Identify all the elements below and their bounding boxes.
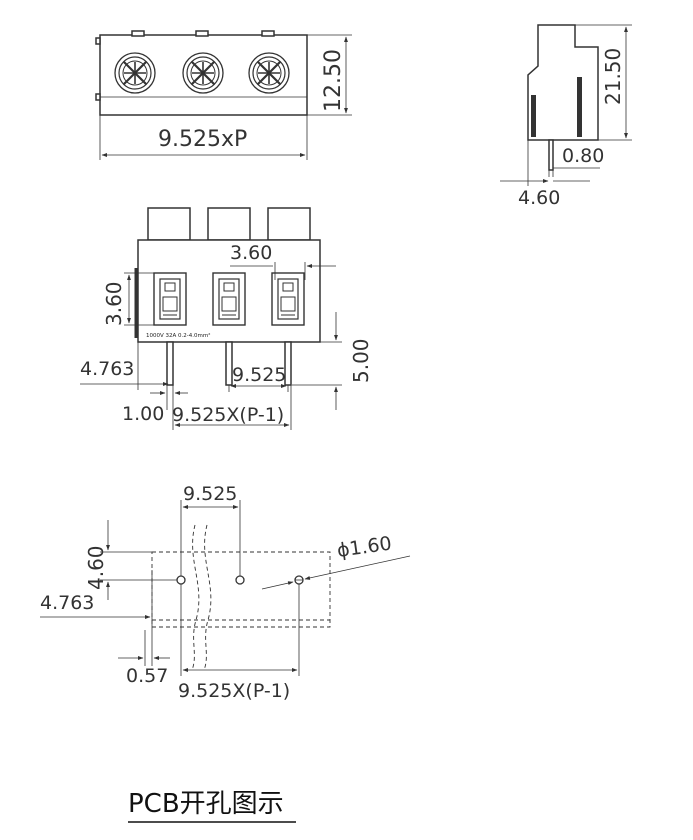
pcb-hole-diameter-label: ϕ1.60 [336,533,393,562]
top-view-tab [131,30,145,37]
top-view-tab [95,93,101,101]
wire-entry-window [212,272,246,326]
pcb-outline [151,551,331,628]
screw-head-icon [113,51,157,95]
top-view-height-label: 12.50 [321,49,346,112]
front-view-pin-length-label: 5.00 [349,338,373,383]
side-view: 21.50 0.80 4.60 [500,24,632,209]
front-view-total-pitch-label: 9.525X(P-1) [172,404,284,426]
pcb-edge-offset-label: 4.763 [40,592,94,614]
front-view-screw-cap [267,207,311,241]
pcb-pitch-label: 9.525 [183,483,237,505]
pcb-row-offset-label: 4.60 [84,545,108,590]
side-view-height-label: 21.50 [601,48,625,105]
front-view-screw-cap [207,207,251,241]
front-view-rating-text: 1000V 32A 0.2-4.0mm² [146,332,210,339]
wire-entry-window [153,272,187,326]
top-view-tab [261,30,275,37]
side-view-slot [577,77,582,137]
front-view-pin [166,341,174,386]
top-view-width-label: 9.525xP [158,127,247,152]
side-view-pin-offset-label: 4.60 [518,187,560,209]
front-view-edge-offset-label: 4.763 [80,358,134,380]
front-view-window-pitch-label: 3.60 [230,242,272,264]
front-view-pitch-label: 9.525 [232,364,286,386]
pcb-edge-gap-label: 0.57 [126,665,168,687]
front-view: 1000V 32A 0.2-4.0mm² 3.60 3.60 5.00 4.76… [80,207,373,430]
screw-head-icon [181,51,225,95]
wire-entry-window [271,272,305,326]
top-view: 12.50 9.525xP [95,30,352,160]
pcb-total-pitch-label: 9.525X(P-1) [178,680,290,702]
pcb-hole-diameter-leader [261,581,294,590]
pcb-view: 9.525 ϕ1.60 4.60 4.763 0.57 9.525X(P-1) … [40,483,411,823]
front-view-window-height-label: 3.60 [102,281,126,326]
side-view-body [527,24,599,141]
side-view-slot [531,95,536,137]
screw-head-icon [247,51,291,95]
top-view-tab [95,37,101,45]
pcb-hole [235,575,245,585]
pcb-caption: PCB开孔图示 [128,789,284,819]
pcb-break-line [191,524,200,671]
side-view-pin-width-label: 0.80 [562,145,604,167]
side-view-pin [548,139,554,171]
pcb-break-line [203,524,212,671]
front-view-screw-cap [147,207,191,241]
pcb-hole [176,575,186,585]
front-view-pin-width-label: 1.00 [122,403,164,425]
top-view-tab [195,30,209,37]
